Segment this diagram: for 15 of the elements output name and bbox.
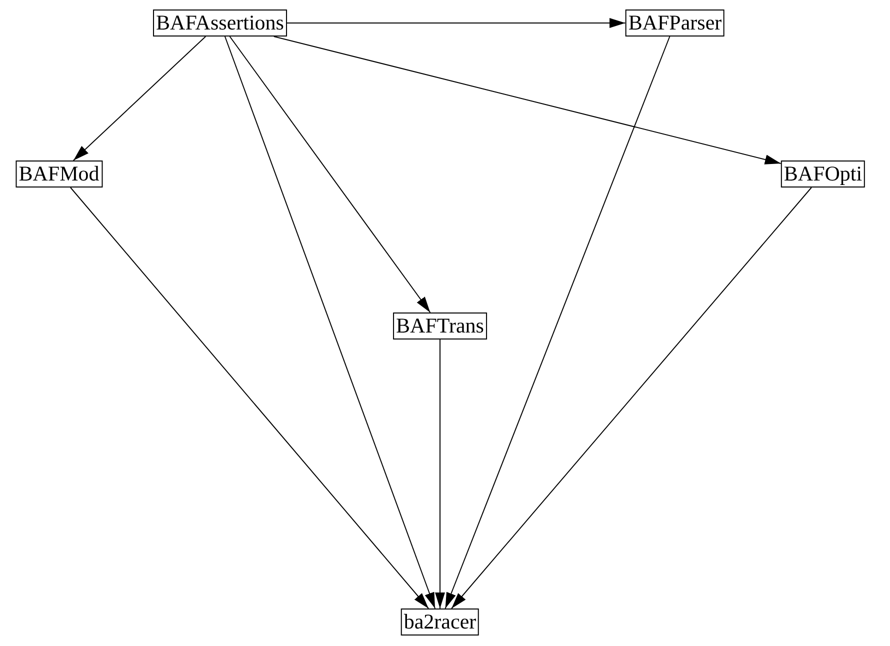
arrow	[273, 36, 782, 164]
module-box: BAFAssertions	[153, 10, 287, 36]
module-box: BAFOpti	[780, 160, 866, 188]
module-box: BAFParser	[625, 10, 725, 36]
module-box: BAFMod	[16, 160, 102, 188]
module-box: ba2racer	[400, 608, 480, 636]
arrow	[70, 187, 430, 609]
module-box: BAFTrans	[393, 312, 487, 340]
arrow	[72, 36, 206, 161]
arrow	[286, 18, 626, 28]
arrow	[451, 187, 812, 609]
arrow	[435, 339, 445, 609]
arrow	[224, 36, 436, 609]
arrow	[229, 36, 431, 313]
arrow	[444, 36, 670, 609]
